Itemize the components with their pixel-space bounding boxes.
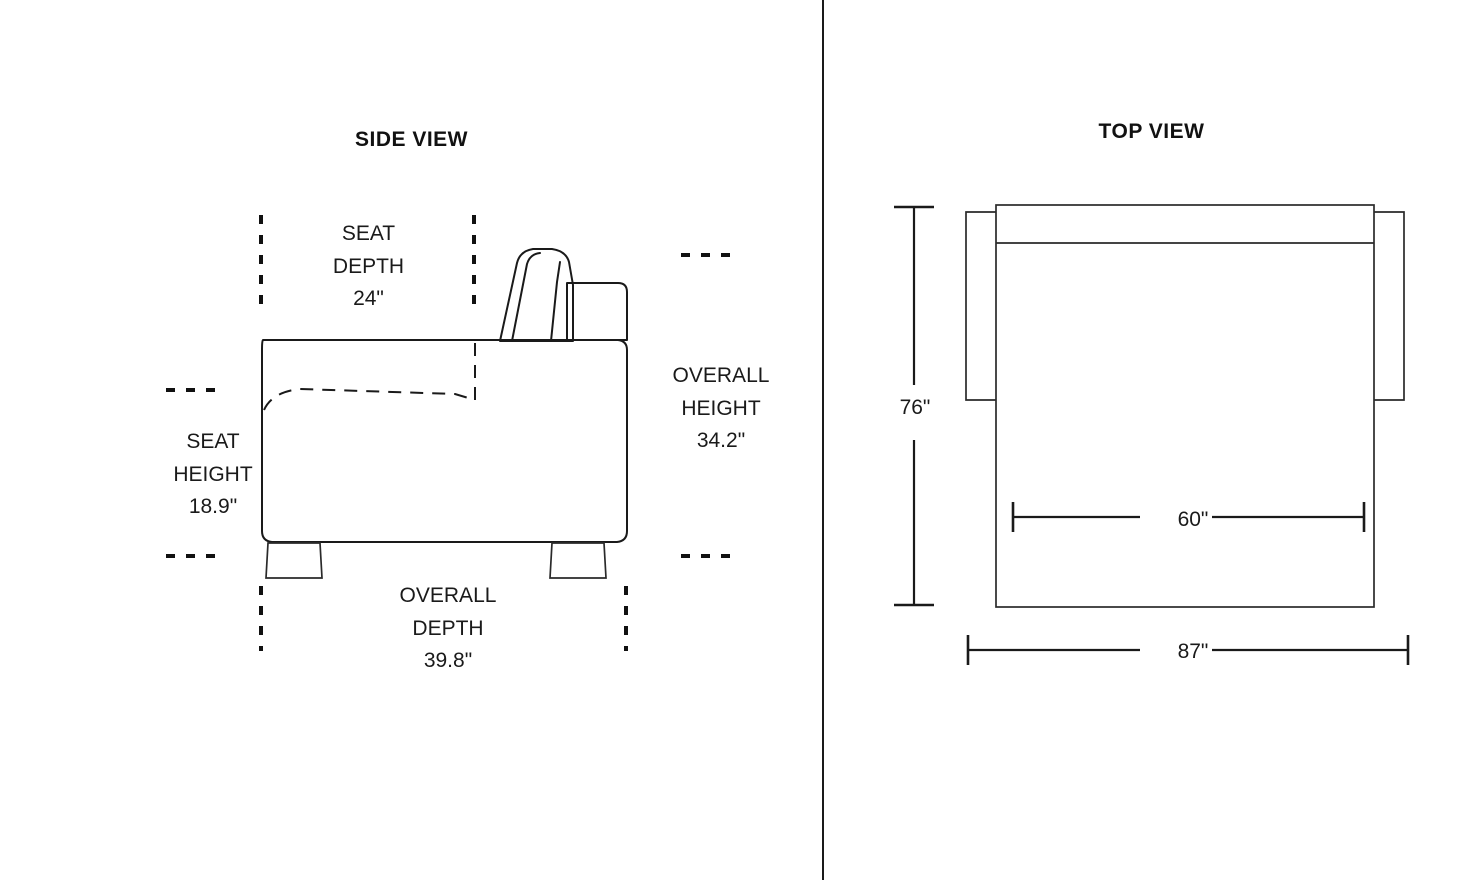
- sofa-back-frame: [566, 282, 628, 341]
- depth-76-dimension-label: 76": [899, 396, 931, 419]
- top-view-panel: TOP VIEW: [823, 0, 1480, 880]
- side-view-title: SIDE VIEW: [354, 128, 469, 151]
- sofa-arm-left: [965, 211, 996, 401]
- hidden-seat-cushion-line: [263, 387, 476, 411]
- side-view-panel: SIDE VIEW: [166, 128, 770, 673]
- back-cushion-seam-left: [511, 252, 541, 342]
- sofa-foot-right: [549, 542, 607, 579]
- sofa-body-outline: [995, 204, 1375, 608]
- seat-depth-dimension-label: SEAT DEPTH 24": [332, 222, 405, 311]
- seat-width-60-dimension-label: 60": [1177, 508, 1209, 531]
- overall-depth-dimension-label: OVERALL DEPTH 39.8": [399, 584, 497, 673]
- seat-height-dimension-label: SEAT HEIGHT 18.9": [173, 430, 253, 519]
- side-view-drawing: [166, 215, 740, 651]
- sofa-arm-body: [261, 339, 628, 543]
- top-view-drawing: [894, 204, 1410, 665]
- back-cushion-seam-right: [550, 261, 561, 342]
- overall-width-87-dimension-label: 87": [1177, 640, 1209, 663]
- back-cushion: [499, 248, 574, 342]
- sofa-foot-left: [265, 542, 323, 579]
- top-view-title: TOP VIEW: [1098, 120, 1205, 143]
- sofa-arm-right: [1374, 211, 1405, 401]
- overall-height-dimension-label: OVERALL HEIGHT 34.2": [672, 364, 770, 453]
- panel-divider: [822, 0, 824, 880]
